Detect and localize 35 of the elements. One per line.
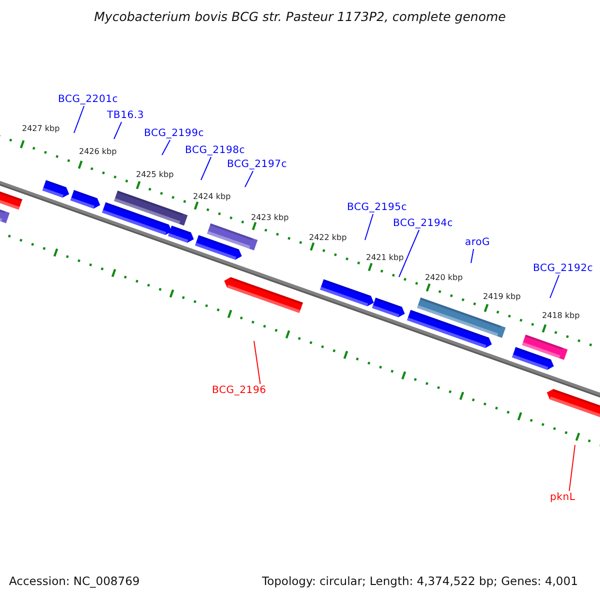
scale-label: 2426 kbp: [79, 148, 117, 157]
gene-label: BCG_2192c: [533, 263, 594, 274]
scale-label: 2420 kbp: [425, 274, 463, 283]
gene-label: BCG_2196: [212, 385, 266, 396]
leader-line: [162, 140, 171, 156]
gene-label: BCG_2201c: [58, 94, 118, 105]
scale-label: 2419 kbp: [483, 293, 521, 302]
scale-label: 2422 kbp: [309, 234, 347, 243]
leader-line: [364, 214, 374, 240]
leader-line: [254, 340, 261, 384]
title: Mycobacterium bovis BCG str. Pasteur 1173P2, complete genome: [93, 10, 507, 24]
leader-line: [74, 106, 85, 134]
gene-label: BCG_2198c: [185, 145, 246, 156]
footer-text: Accession: NC_008769: [9, 575, 140, 588]
gene-label: aroG: [465, 237, 490, 248]
leader-line: [470, 248, 474, 264]
scale-label: 2424 kbp: [193, 193, 231, 202]
gene-label: BCG_2194c: [393, 218, 454, 229]
gene-label: BCG_2199c: [144, 128, 204, 139]
gene-label: BCG_2195c: [347, 202, 408, 213]
gene-label: BCG_2197c: [227, 159, 288, 170]
scale-label: 2421 kbp: [366, 254, 404, 263]
leader-line: [244, 170, 254, 188]
footer-text: Topology: circular; Length: 4,374,522 bp; Genes: 4,001: [262, 575, 578, 588]
leader-line: [568, 444, 576, 492]
leader-line: [550, 274, 560, 298]
leader-line: [200, 156, 212, 180]
scale-label: 2427 kbp: [22, 125, 60, 134]
leader-line: [398, 230, 420, 278]
scale-label: 2418 kbp: [542, 312, 580, 321]
scale-label: 2425 kbp: [136, 171, 174, 180]
gene-label: pknL: [550, 492, 576, 503]
leader-line: [114, 122, 122, 140]
scale-label: 2423 kbp: [251, 214, 289, 223]
gene-label: TB16.3: [107, 110, 144, 121]
